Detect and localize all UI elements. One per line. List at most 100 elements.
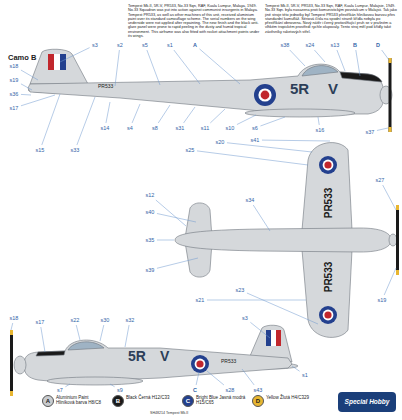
- leader-line: [174, 50, 200, 84]
- leader-line: [383, 185, 396, 210]
- prop-tip: [396, 205, 399, 210]
- fin-flash: [271, 330, 276, 346]
- legend-text: Aluminium Paint Hliníková barva H8/C8: [56, 395, 106, 405]
- canopy: [302, 66, 338, 76]
- leader-line: [227, 143, 312, 152]
- squadron-code: 5R: [128, 349, 146, 364]
- callout-number: s33: [70, 147, 80, 153]
- callout-number: s18: [9, 63, 19, 69]
- roundel: [191, 355, 209, 373]
- callout-number: s27: [375, 177, 385, 183]
- prop-tip: [10, 330, 13, 335]
- colour-callout: A: [193, 42, 198, 48]
- leader-line: [196, 372, 199, 385]
- fin-flash: [266, 330, 271, 346]
- roundel: [324, 161, 331, 168]
- callout-number: s1: [302, 372, 309, 378]
- callout-number: s30: [100, 317, 110, 323]
- leader-line: [147, 50, 160, 85]
- legend-letter: B: [116, 398, 120, 405]
- leader-line: [76, 325, 80, 340]
- serial-number: PR533: [323, 188, 334, 219]
- callout-number: s11: [200, 125, 209, 131]
- wing: [47, 377, 143, 385]
- callout-number: s23: [235, 287, 245, 293]
- roundel: [196, 360, 203, 367]
- callout-number: s17: [9, 105, 19, 111]
- leader-line: [125, 325, 129, 347]
- leader-line: [237, 115, 256, 125]
- roundel: [323, 310, 334, 321]
- maker-logo: [338, 392, 396, 412]
- leader-line: [253, 205, 270, 231]
- leader-line: [314, 50, 325, 62]
- roundel: [319, 306, 337, 324]
- leader-line: [157, 214, 196, 222]
- leader-line: [65, 384, 70, 387]
- leader-line: [210, 109, 225, 123]
- leader-line: [110, 384, 115, 387]
- spinner: [389, 234, 397, 246]
- legend-letter: C: [186, 398, 190, 405]
- roundel: [254, 84, 276, 106]
- callout-number: s17: [35, 319, 45, 325]
- callout-number: s35: [145, 237, 155, 243]
- callout-number: s10: [225, 125, 235, 131]
- aircraft-letter: V: [328, 81, 338, 98]
- leader-line: [156, 200, 186, 226]
- callout-number: s24: [305, 42, 315, 48]
- callout-number: s38: [280, 42, 290, 48]
- description-text: Tempest Mk.II, 5R-V, PR533, No.33 Sqn, R…: [128, 4, 260, 38]
- callout-number: s37: [365, 129, 375, 135]
- leader-line: [11, 323, 13, 330]
- leader-line: [77, 97, 95, 145]
- leader-line: [100, 325, 104, 341]
- product-code: SH48214 Tempest Mk.II: [150, 412, 188, 416]
- callout-number: s14: [100, 125, 110, 131]
- fin-flash: [54, 54, 60, 70]
- wing: [302, 143, 352, 230]
- legend-letter: A: [46, 398, 50, 405]
- callout-number: s28: [225, 387, 235, 393]
- serial-number: PR533: [98, 84, 113, 90]
- maker-name: Special Hobby: [345, 398, 390, 405]
- callout-number: s32: [125, 317, 135, 323]
- leader-line: [384, 268, 396, 295]
- leader-line: [132, 104, 140, 123]
- propeller: [10, 330, 13, 396]
- aircraft-letter: V: [160, 349, 169, 364]
- leader-line: [21, 95, 55, 106]
- callout-number: s21: [195, 297, 205, 303]
- roundel: [195, 359, 206, 370]
- leader-line: [318, 117, 319, 125]
- leader-line: [199, 49, 240, 84]
- wing: [245, 109, 355, 117]
- leader-line: [337, 50, 345, 71]
- callout-number: s39: [145, 267, 155, 273]
- callout-number: s5: [142, 42, 149, 48]
- leader-line: [382, 50, 389, 60]
- callout-number: s19: [377, 297, 387, 303]
- callout-number: s2: [117, 42, 124, 48]
- roundel: [319, 156, 337, 174]
- callout-number: s3: [92, 42, 99, 48]
- leader-line: [157, 258, 198, 268]
- callout-number: s22: [70, 317, 80, 323]
- description-text: Tempest Mk.II, 5R-V, PR533, No.33 Sqn, R…: [265, 4, 397, 34]
- leader-line: [242, 369, 254, 385]
- leader-line: [157, 240, 174, 241]
- legend-letter: D: [256, 398, 260, 405]
- callout-number: s13: [330, 42, 340, 48]
- leader-line: [290, 50, 305, 66]
- scheme-heading: Camo B: [8, 54, 36, 62]
- callout-number: s1: [167, 42, 174, 48]
- leader-line: [197, 151, 308, 165]
- prop-tip: [10, 391, 13, 396]
- leader-line: [292, 366, 300, 371]
- anti-glare-panel: [340, 72, 382, 82]
- callout-number: s31: [175, 125, 185, 131]
- callout-number: s18: [9, 315, 19, 321]
- leader-line: [247, 293, 318, 324]
- colour-callout: C: [193, 387, 198, 393]
